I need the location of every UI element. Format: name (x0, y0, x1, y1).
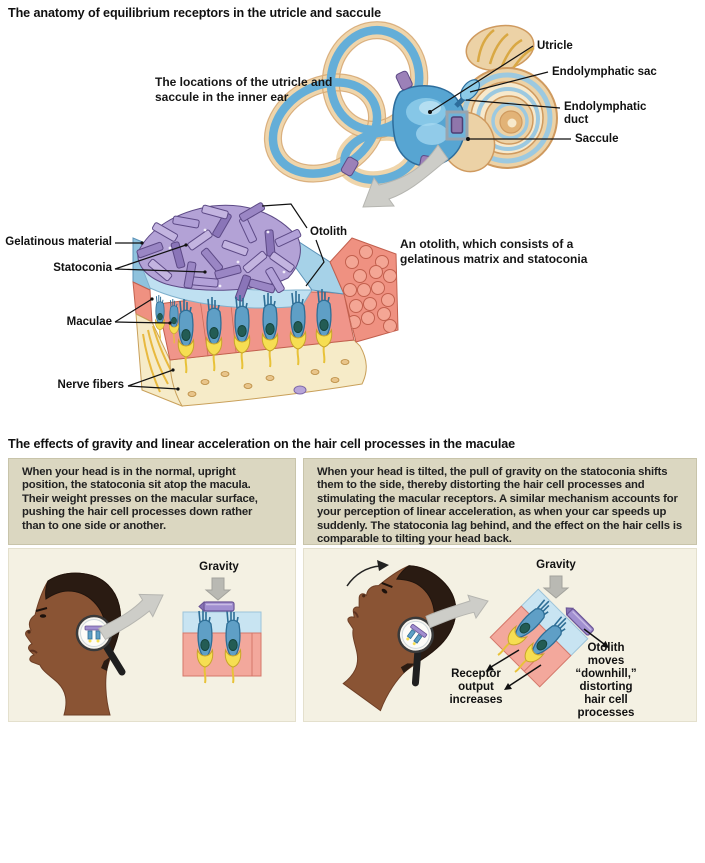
label-endolymphatic-duct: Endolymphatic duct (564, 101, 647, 126)
upright-text-panel (8, 458, 296, 545)
label-maculae: Maculae (66, 316, 112, 328)
inner-ear-caption: The locations of the utricle and saccule… (155, 75, 333, 104)
otolith-downhill-label: Otolith moves “downhill,” distorting hai… (575, 642, 637, 719)
label-statoconia: Statoconia (53, 262, 112, 274)
zoom-arrow-icon (362, 144, 449, 208)
macula-illustration (132, 202, 399, 407)
label-utricle: Utricle (537, 40, 573, 52)
tilted-text-panel (303, 458, 697, 545)
tilted-description: When your head is tilted, the pull of gr… (317, 466, 682, 546)
tilted-gravity-label: Gravity (536, 559, 576, 571)
label-otolith: Otolith (310, 226, 348, 238)
section1-title: The anatomy of equilibrium receptors in … (8, 6, 382, 20)
section2-title: The effects of gravity and linear accele… (8, 437, 516, 451)
upright-gravity-label: Gravity (199, 561, 239, 573)
upright-description: When your head is in the normal, upright… (22, 466, 258, 532)
label-nerve-fibers: Nerve fibers (57, 379, 124, 391)
label-saccule: Saccule (575, 133, 619, 145)
statoconia-crystals (136, 202, 302, 302)
receptor-output-label: Receptor output increases (449, 668, 503, 706)
upright-picture-panel (8, 548, 296, 722)
label-gelatinous-material: Gelatinous material (5, 236, 112, 248)
otolith-caption: An otolith, which consists of a gelatino… (400, 237, 588, 266)
label-endolymphatic-sac: Endolymphatic sac (552, 66, 657, 78)
